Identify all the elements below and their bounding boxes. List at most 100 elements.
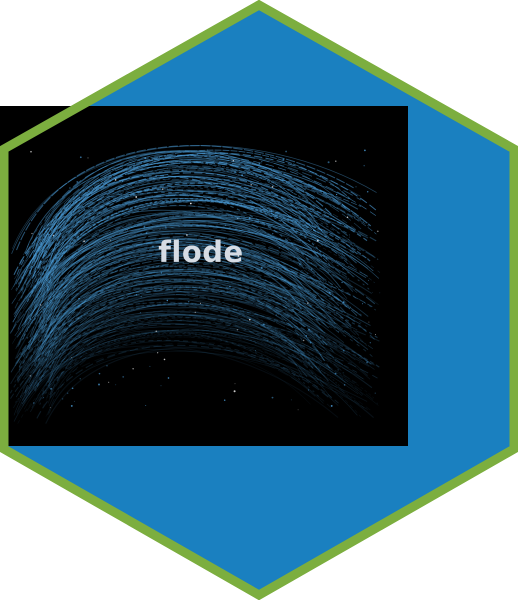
flow-speck [307, 187, 309, 189]
flow-streak [40, 232, 317, 328]
flow-speck [29, 318, 32, 320]
flow-speck [331, 297, 333, 299]
flow-speck [163, 358, 166, 361]
flow-streak [33, 166, 362, 269]
flow-streak [49, 155, 372, 263]
flow-streak [19, 314, 334, 398]
flow-speck [335, 160, 337, 162]
flow-speck [270, 210, 273, 213]
flow-streak [31, 320, 332, 409]
flow-speck [285, 307, 287, 309]
flow-streak [25, 314, 371, 385]
flow-streak [30, 186, 351, 295]
flow-speck [76, 180, 79, 183]
flow-streak [18, 264, 362, 345]
flow-streak [27, 304, 375, 395]
flow-streak [29, 233, 334, 338]
flow-speck [87, 157, 89, 159]
flow-streak [13, 349, 368, 410]
flow-streak [40, 194, 319, 284]
flow-streak [33, 278, 326, 363]
flow-streak [27, 272, 371, 367]
flow-streak [18, 180, 330, 285]
flow-speck [363, 164, 365, 167]
flow-streak [47, 201, 335, 294]
flow-speck [346, 216, 349, 218]
flow-streak [32, 151, 347, 256]
flow-streak [29, 175, 301, 275]
flow-streak [28, 319, 365, 397]
flow-speck [237, 255, 240, 257]
flow-streak [41, 320, 358, 396]
flow-speck [248, 318, 251, 321]
flow-streak [28, 254, 336, 350]
flow-streak [26, 166, 340, 259]
flow-speck [182, 169, 184, 171]
flow-speck [355, 186, 357, 188]
flow-speck [167, 377, 170, 379]
flow-speck [366, 361, 369, 364]
flow-streak [19, 176, 327, 283]
flow-speck [83, 240, 85, 242]
flow-streak [15, 205, 329, 298]
flow-streak [16, 256, 358, 338]
flow-streak [17, 297, 307, 383]
flow-streak [37, 256, 335, 342]
flow-speck [26, 336, 29, 339]
flow-speck [43, 396, 45, 398]
flow-speck [303, 339, 305, 342]
flow-streak [19, 158, 301, 263]
flow-streak [32, 171, 356, 278]
flow-speck [277, 269, 279, 271]
flow-streak [32, 150, 362, 250]
flow-streak [32, 200, 369, 297]
flow-streak [29, 237, 350, 327]
flow-streak [12, 225, 354, 323]
flow-streak [36, 274, 345, 368]
flow-streak [21, 329, 346, 405]
flow-speck [327, 161, 330, 164]
flow-streak [33, 273, 371, 367]
flow-speck [258, 162, 261, 165]
flow-streak [21, 176, 309, 279]
flow-streak [42, 221, 341, 317]
flow-streak [36, 199, 371, 299]
flow-speck [263, 323, 265, 326]
flow-streak [34, 191, 312, 289]
flow-speck [71, 357, 73, 358]
flow-speck [99, 201, 101, 203]
flow-streak [36, 274, 344, 375]
flow-speck [140, 295, 142, 298]
flow-streak [41, 233, 305, 330]
flow-speck [167, 338, 169, 340]
flow-streak [17, 301, 360, 379]
flow-streak [28, 312, 345, 390]
flow-streak [37, 247, 312, 330]
flow-speck [132, 368, 134, 370]
flow-speck [337, 369, 339, 371]
flow-streak [15, 314, 314, 398]
flow-speck [248, 217, 251, 220]
flow-streak [49, 279, 350, 369]
flow-streak [24, 317, 353, 396]
flow-streak [44, 258, 352, 338]
flow-speck [272, 233, 274, 235]
flow-streak [23, 335, 379, 410]
flow-streak [18, 334, 375, 403]
flow-streak [16, 280, 303, 359]
flow-speck [30, 150, 32, 153]
flow-streak [14, 222, 350, 309]
flow-streak [48, 240, 362, 328]
flow-streak [42, 193, 344, 298]
flow-speck [341, 281, 343, 284]
flow-streak [28, 158, 316, 267]
flow-speck [205, 286, 207, 288]
flow-streak [23, 334, 365, 409]
flow-speck [316, 251, 318, 254]
flow-streak [32, 149, 351, 260]
flow-speck [224, 224, 227, 227]
flow-streak [15, 270, 338, 349]
flow-speck [206, 149, 209, 151]
flow-speck [271, 199, 273, 201]
